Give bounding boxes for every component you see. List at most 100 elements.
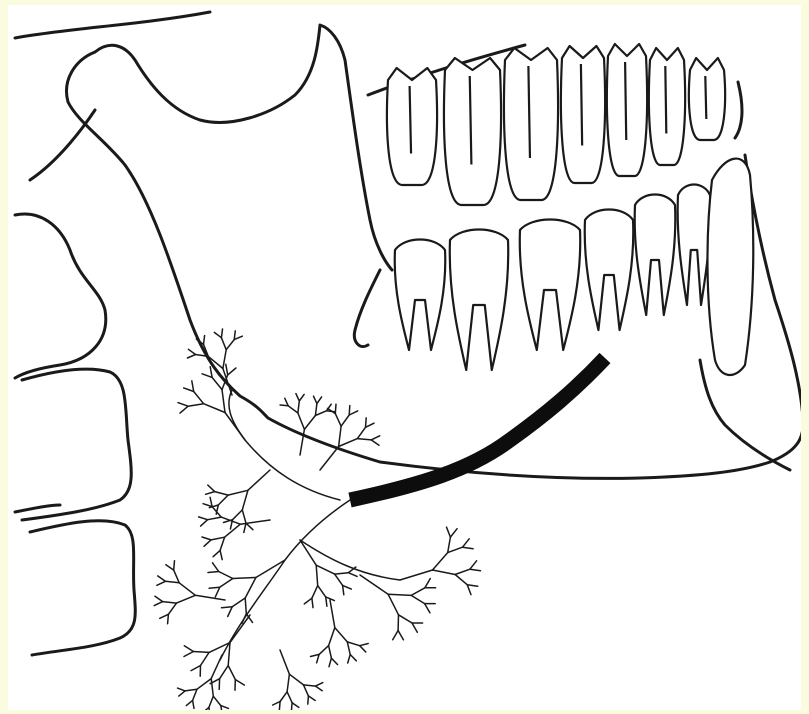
- lymph-vessel: [308, 696, 309, 704]
- vertebra-3-base: [15, 505, 60, 512]
- upper-tooth-root-line: [410, 86, 411, 154]
- lymph-vessel: [347, 642, 359, 646]
- lymph-vessel: [304, 685, 309, 696]
- lymph-vessel: [287, 674, 289, 692]
- lymph-vessel: [179, 691, 185, 696]
- lymph-vessel: [288, 406, 298, 413]
- lymph-vessel: [280, 405, 288, 406]
- lymph-vessel: [317, 397, 322, 404]
- lymph-vessel: [279, 702, 280, 710]
- lymph-vessel: [316, 686, 323, 691]
- upper-tooth-root-line: [625, 62, 626, 140]
- lymph-vessel: [360, 646, 366, 652]
- ramus-inner-line: [354, 270, 380, 347]
- lymph-vessel: [242, 490, 248, 510]
- lymph-vessel: [158, 576, 166, 581]
- lymph-vessel: [244, 523, 246, 532]
- lymph-vessel: [209, 696, 213, 707]
- lymph-vessel: [450, 529, 457, 537]
- lymph-vessel: [208, 485, 215, 492]
- lymph-vessel: [155, 596, 163, 601]
- lymph-vessel: [335, 404, 336, 413]
- lymph-vessel: [285, 398, 288, 406]
- lymph-vessel: [220, 537, 225, 550]
- lymph-vessel: [220, 579, 233, 588]
- lymph-vessel: [349, 411, 358, 415]
- lymph-vessel: [316, 683, 323, 687]
- lymph-vessel: [221, 517, 240, 524]
- vertebra-2: [22, 369, 131, 520]
- lymph-vessel: [304, 416, 315, 430]
- lymph-vessel: [314, 396, 317, 403]
- lymph-vessel: [287, 692, 292, 703]
- lymph-vessel: [160, 614, 169, 618]
- lymph-vessel: [230, 615, 250, 643]
- lymph-vessel: [195, 595, 225, 600]
- lymph-vessel: [194, 392, 204, 404]
- upper-front-line: [735, 82, 742, 138]
- lymph-vessel: [177, 595, 196, 603]
- lymph-vessel: [280, 650, 289, 674]
- lymph-vessel: [329, 658, 331, 667]
- lymph-vessel: [215, 587, 219, 597]
- lymph-vessel: [298, 413, 305, 429]
- lymph-vessel: [348, 573, 357, 577]
- lymph-vessel: [245, 578, 256, 599]
- lymph-vessel: [289, 674, 303, 685]
- lymph-vessel: [228, 368, 236, 375]
- lymph-vessel: [330, 600, 335, 628]
- lymph-vessel: [228, 490, 248, 495]
- lymph-vessel: [400, 570, 433, 580]
- upper-tooth: [689, 58, 725, 140]
- lower-tooth: [585, 210, 634, 331]
- lymph-vessel: [208, 572, 219, 573]
- lymph-vessel: [233, 578, 256, 579]
- lymph-vessel: [315, 404, 317, 416]
- lymph-vessel: [455, 575, 467, 585]
- lymph-vessel: [280, 692, 287, 702]
- lymph-vessel: [193, 700, 194, 708]
- sigmoid-notch: [95, 25, 392, 270]
- lymph-vessel: [203, 707, 209, 710]
- lymph-vessel: [388, 594, 398, 615]
- lymph-vessel: [202, 374, 212, 378]
- lymph-vessel: [202, 537, 211, 540]
- lymph-vessel: [273, 702, 280, 706]
- lymph-vessel: [366, 418, 367, 427]
- lymph-vessel: [168, 614, 169, 623]
- upper-tooth: [387, 68, 437, 185]
- teeth-group: [387, 44, 753, 375]
- upper-tooth-root-line: [705, 76, 706, 119]
- lymph-vessel: [222, 607, 233, 608]
- lymph-vessel: [228, 643, 230, 666]
- lymph-vessel: [163, 602, 177, 604]
- lymph-vessel: [179, 583, 195, 596]
- lymph-vessel: [168, 603, 176, 614]
- lymph-vessel: [204, 336, 205, 345]
- lymph-vessel: [292, 703, 299, 708]
- upper-tooth: [561, 46, 605, 183]
- lymph-vessel: [204, 540, 211, 546]
- lymph-vessel: [329, 646, 332, 659]
- lymph-vessel: [192, 381, 194, 392]
- lymph-vessel: [187, 355, 195, 359]
- lymph-vessel: [304, 685, 316, 686]
- lymph-vessel: [213, 696, 221, 705]
- lymph-vessel: [425, 579, 430, 588]
- lymph-vessel: [433, 553, 448, 570]
- lymph-vessel: [316, 565, 318, 585]
- upper-tooth: [607, 44, 647, 176]
- lymph-vessel: [234, 331, 235, 340]
- lymph-vessel: [315, 411, 326, 416]
- lymph-vessel: [447, 527, 451, 537]
- lymph-vessel: [188, 404, 204, 407]
- upper-tooth-root-line: [581, 64, 582, 146]
- lymph-vessel: [213, 550, 220, 556]
- lymph-vessel: [398, 631, 403, 640]
- lymph-vessel: [329, 628, 335, 646]
- lymph-vessel: [188, 349, 195, 354]
- lymph-vessel: [222, 390, 225, 413]
- lymph-vessel: [212, 377, 222, 389]
- upper-tooth-root-line: [528, 66, 530, 158]
